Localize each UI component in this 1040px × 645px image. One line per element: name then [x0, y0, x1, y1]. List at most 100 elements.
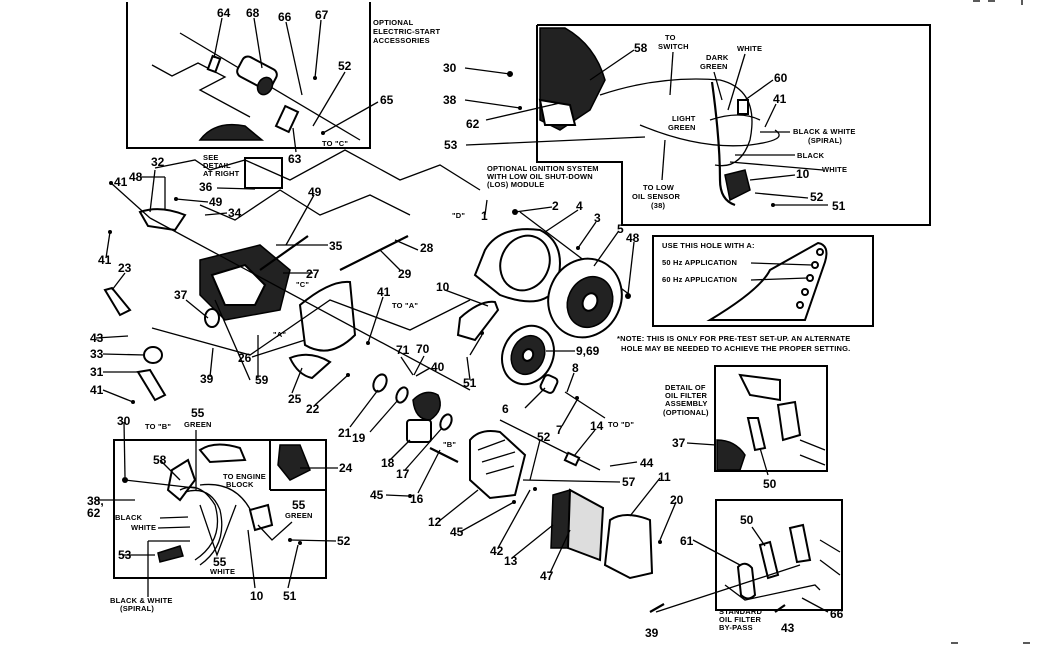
note-line: HOLE MAY BE NEEDED TO ACHIEVE THE PROPER…	[621, 344, 850, 353]
part-label: 49	[209, 195, 223, 209]
part-label: 58	[153, 453, 167, 467]
part-label: 11	[658, 470, 671, 484]
caption-line: DETAIL	[203, 161, 231, 170]
scan-marks	[951, 0, 1030, 644]
governor-arm	[706, 241, 828, 321]
part-label: 45	[450, 525, 464, 539]
caption-line: GREEN	[285, 511, 313, 520]
caption-line: TO LOW	[643, 183, 675, 192]
caption-line: WHITE	[737, 44, 762, 53]
air-filter-element	[566, 488, 605, 562]
bypass-plate	[736, 562, 757, 600]
air-cleaner-cover	[603, 514, 654, 580]
electric-start-box	[126, 2, 371, 149]
filter-edge	[716, 439, 746, 471]
part-label: 58	[634, 41, 648, 55]
caption-line: (SPIRAL)	[120, 604, 154, 613]
caption-line: (SPIRAL)	[808, 136, 842, 145]
part-label: 20	[670, 493, 684, 507]
part-label: 28	[420, 241, 434, 255]
connector	[166, 458, 197, 502]
part-label: 18	[381, 456, 395, 470]
part-label: 59	[255, 373, 269, 387]
part-label: 27	[306, 267, 320, 281]
part-label: 19	[352, 431, 366, 445]
engine-fragment	[198, 123, 265, 141]
part-label: 51	[463, 376, 477, 390]
part-label: 66	[278, 10, 292, 24]
part-label: 24	[339, 461, 353, 475]
carburetor	[412, 391, 441, 421]
caption-line: (OPTIONAL)	[663, 408, 709, 417]
part-label: 39	[200, 372, 214, 386]
part-label: 31	[90, 365, 104, 379]
part-label: 16	[410, 492, 424, 506]
recoil-starter-assembly: OPTIONAL IGNITION SYSTEM WITH LOW OIL SH…	[436, 164, 640, 437]
part-label: 45	[370, 488, 384, 502]
part-label: 64	[217, 6, 231, 20]
caption-line: SEE	[203, 153, 219, 162]
see-detail-box	[244, 157, 283, 189]
part-label: 71	[396, 343, 410, 357]
ref-label: "C"	[296, 280, 309, 289]
air-cleaner-base	[469, 430, 527, 500]
hole-title: USE THIS HOLE WITH A:	[662, 241, 755, 250]
part-label: 44	[640, 456, 654, 470]
part-label: 7	[556, 423, 563, 437]
part-label: 48	[129, 170, 143, 184]
hz60-label: 60 Hz APPLICATION	[662, 275, 737, 284]
lower-wiring-inset: 30 55 GREEN 58 24 TO ENGINE BLOCK 38, 62…	[87, 406, 353, 613]
wire-terminal	[157, 545, 184, 563]
caption-line: BLACK	[797, 151, 825, 160]
oil-filter-base	[204, 308, 220, 328]
part-label: 57	[622, 475, 636, 489]
bracket	[103, 286, 132, 317]
note-line: *NOTE: THIS IS ONLY FOR PRE-TEST SET-UP.…	[617, 334, 850, 343]
caption-line: (38)	[651, 201, 665, 210]
part-label: 10	[436, 280, 450, 294]
ref-label: TO "B"	[145, 422, 171, 431]
filter-adapter	[788, 523, 812, 564]
part-label: 25	[288, 392, 302, 406]
part-label: 41	[98, 253, 112, 267]
part-label: 62	[466, 117, 480, 131]
gasket	[395, 386, 409, 404]
bracket	[136, 368, 167, 402]
caption-line: LIGHT	[672, 114, 696, 123]
connector	[737, 99, 749, 115]
part-label: 9,69	[576, 344, 600, 358]
part-label: 36	[199, 180, 213, 194]
bracket	[138, 208, 187, 232]
part-label: 70	[416, 342, 430, 356]
part-label: 55	[292, 498, 306, 512]
electric-start-inset: 64 68 66 67 52 65 63 TO "C" OPTIONAL ELE…	[126, 2, 440, 166]
caption-line: ASSEMBLY	[665, 399, 708, 408]
part-label: 67	[315, 8, 329, 22]
part-label: 63	[288, 152, 302, 166]
los-module	[724, 169, 751, 202]
ref-label: TO "C"	[322, 139, 348, 148]
adapter-plate	[758, 540, 780, 580]
part-label: 51	[832, 199, 846, 213]
ignition-wiring-box	[536, 24, 931, 226]
part-label: 32	[151, 155, 165, 169]
caption-line: WHITE	[822, 165, 847, 174]
gasket	[439, 413, 453, 431]
ignition-wiring-inset: 30 38 62 53 58 TO SWITCH DARK GREEN WHIT…	[443, 24, 931, 226]
part-label: 1	[481, 209, 488, 223]
part-label: 51	[283, 589, 297, 603]
caption-line: ELECTRIC-START	[373, 27, 440, 36]
caption-line: WHITE	[131, 523, 156, 532]
part-label: 53	[444, 138, 458, 152]
connector	[248, 503, 274, 532]
part-label: 22	[306, 402, 320, 416]
part-label: 21	[338, 426, 352, 440]
caption-line: GREEN	[700, 62, 728, 71]
ref-label: "B"	[443, 440, 456, 449]
caption-line: OIL FILTER	[719, 615, 762, 624]
part-label: 10	[250, 589, 264, 603]
ref-label: "D"	[452, 211, 465, 220]
part-label: 61	[680, 534, 694, 548]
part-label: 6	[502, 402, 509, 416]
part-label: 53	[118, 548, 132, 562]
